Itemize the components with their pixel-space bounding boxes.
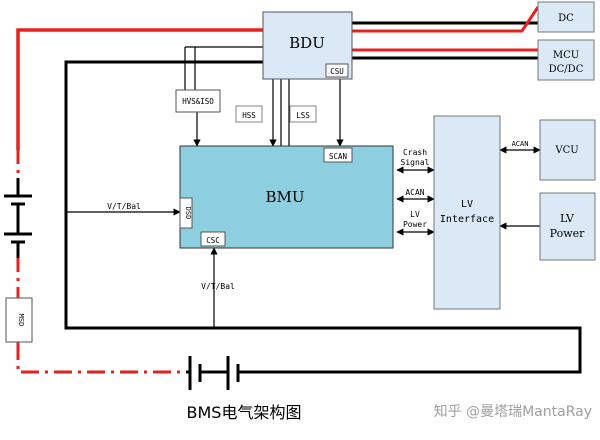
dsd-box	[179, 197, 193, 229]
bdu-label: BDU	[289, 34, 325, 52]
lss-box	[289, 105, 317, 123]
vtbal-left-label: V/T/Bal	[107, 202, 141, 211]
bmu-label: BMU	[265, 188, 304, 206]
acan-left-label: ACAN	[405, 188, 424, 197]
lv-power-label-2: Power	[550, 227, 586, 240]
msd-box	[5, 297, 33, 343]
lv-power-block	[539, 192, 596, 261]
hss-box	[235, 105, 263, 123]
csu-box	[325, 63, 349, 78]
signal-wiring	[66, 46, 541, 328]
msd-label: MSD	[17, 314, 25, 327]
dcdc-label: DC/DC	[549, 64, 584, 75]
lv-power-bus-label-1: LV	[410, 210, 420, 219]
crash-signal-label-1: Crash	[403, 148, 427, 157]
csu-label: CSU	[330, 67, 344, 76]
acan-top-label: ACAN	[512, 140, 529, 148]
hv-negative-line	[64, 60, 582, 374]
vcu-label: VCU	[554, 145, 578, 156]
scan-label: SCAN	[329, 152, 347, 161]
watermark: 知乎 @曼塔瑞MantaRay	[434, 403, 592, 420]
vtbal-bottom-label: V/T/Bal	[201, 282, 235, 291]
csc-label: CSC	[206, 236, 220, 245]
lv-interface-label-1: LV	[461, 199, 473, 210]
vcu-block	[539, 119, 596, 181]
hv-positive-line	[16, 28, 263, 150]
csc-box	[200, 231, 226, 247]
lv-power-label-1: LV	[560, 212, 575, 225]
lv-power-bus-label-2: Power	[403, 220, 427, 229]
bdu-dc-line-red	[352, 6, 540, 33]
battery-symbol-bottom	[186, 356, 250, 390]
mcu-label: MCU	[553, 50, 579, 61]
hvs-iso-box	[175, 89, 221, 113]
dc-block	[537, 1, 595, 33]
lv-interface-block	[433, 115, 501, 310]
dc-label: DC	[558, 13, 574, 24]
diagram-caption: BMS电气架构图	[187, 403, 302, 422]
hss-label: HSS	[242, 111, 256, 120]
dsd-label: DSD	[184, 207, 192, 220]
lv-interface-label-2: Interface	[440, 214, 494, 225]
lss-label: LSS	[296, 111, 310, 120]
mcu-dcdc-block	[537, 39, 595, 81]
battery-symbol-left	[4, 178, 32, 258]
scan-box	[323, 147, 353, 163]
hvs-iso-label: HVS&ISO	[182, 97, 214, 106]
crash-signal-label-2: Signal	[401, 158, 430, 167]
hv-dashed-bottom	[16, 342, 186, 374]
bmu-block	[179, 145, 394, 249]
hv-wiring	[16, 6, 582, 374]
